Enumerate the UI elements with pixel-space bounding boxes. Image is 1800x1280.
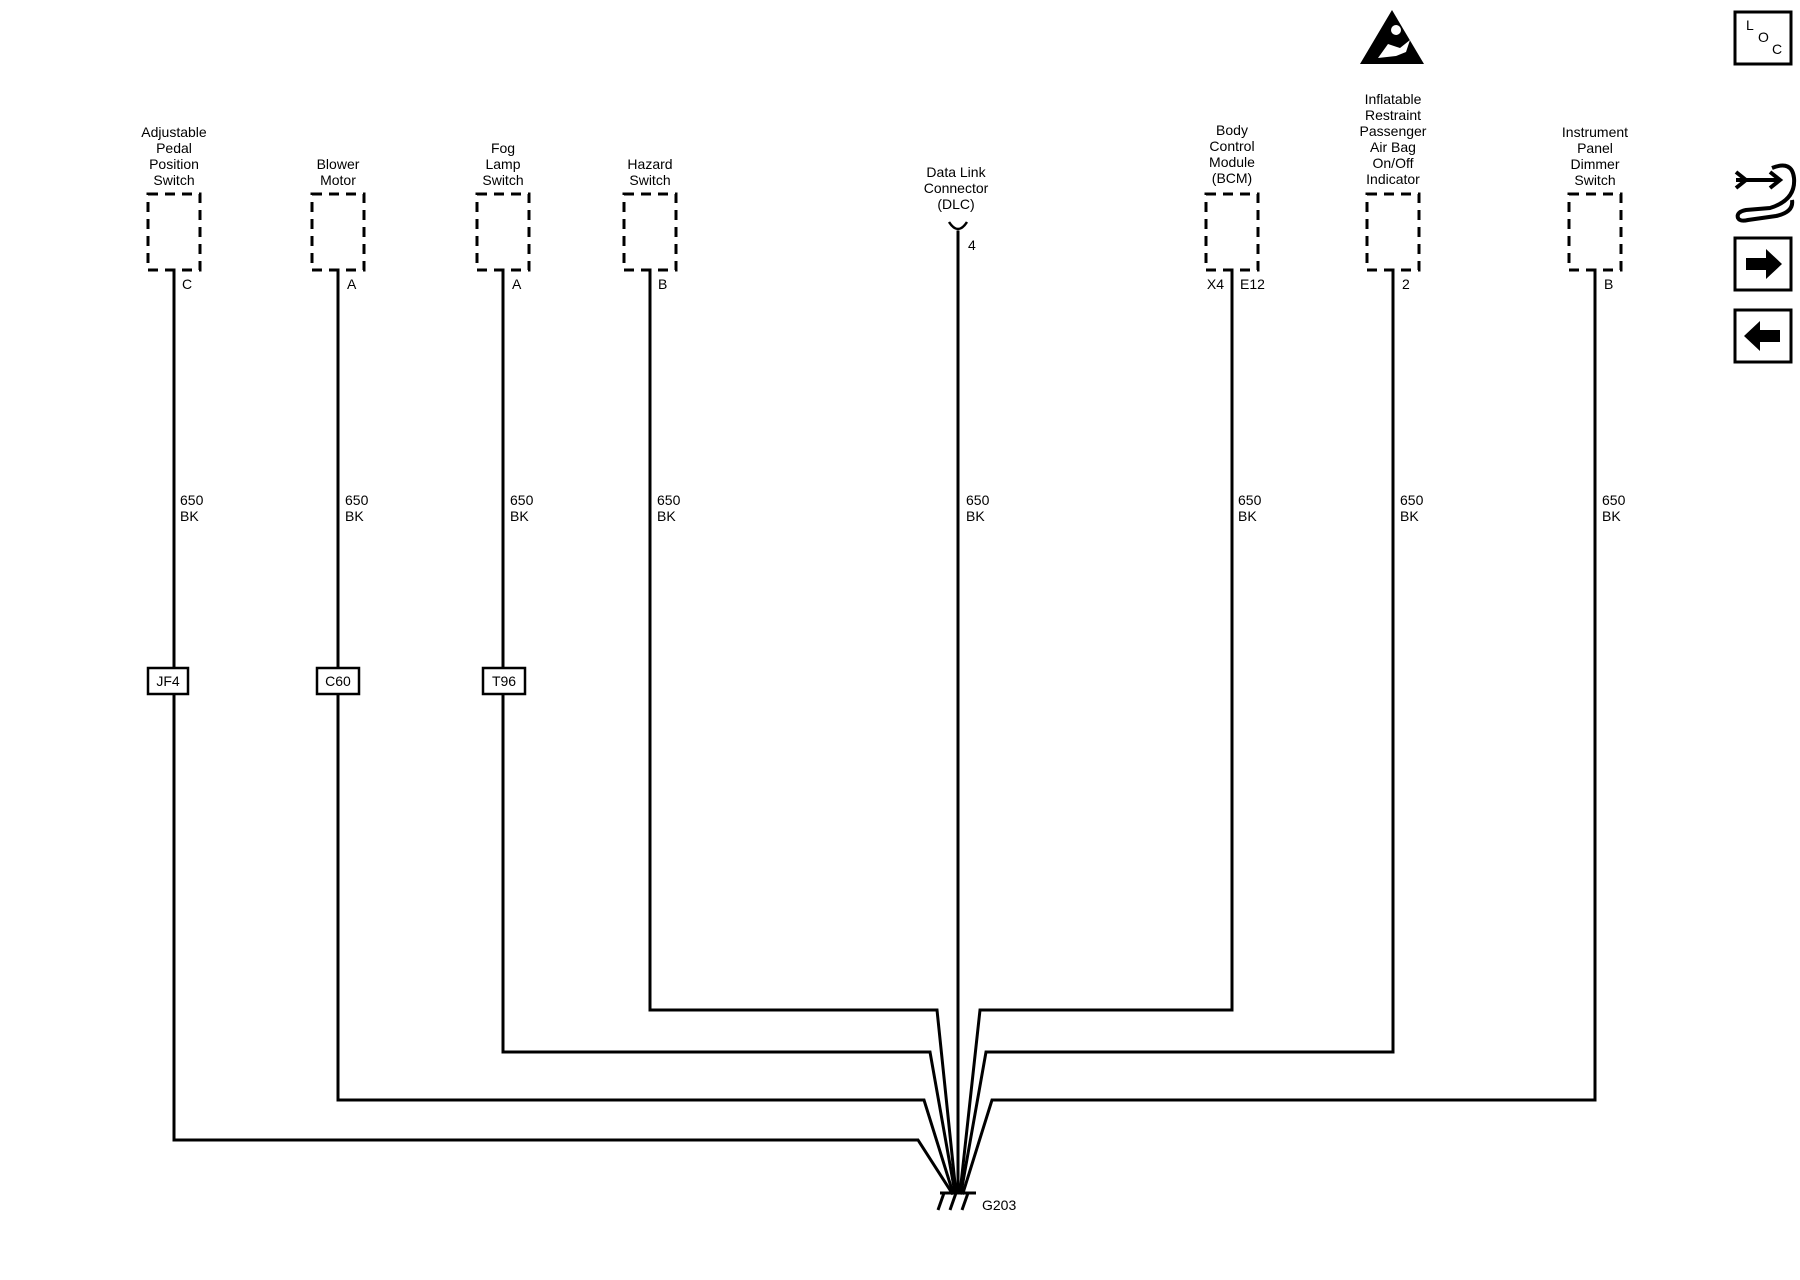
component-label-line: Connector [924, 180, 989, 196]
component-bcm: Body Control Module (BCM) X4 E12 650 BK [1204, 122, 1265, 1012]
component-label-line: Hazard [627, 156, 672, 172]
component-label-line: Body [1216, 122, 1248, 138]
component-label-line: Dimmer [1571, 156, 1620, 172]
component-label-line: Air Bag [1370, 139, 1416, 155]
component-label-line: Motor [320, 172, 356, 188]
loc-letter: L [1746, 17, 1754, 33]
circuit-number: 650 [657, 492, 681, 508]
wire-color: BK [966, 508, 985, 524]
ground-hatch [948, 1192, 958, 1211]
circuit-number: 650 [1238, 492, 1262, 508]
component-label-line: Blower [317, 156, 360, 172]
component-dimmer-switch: Instrument Panel Dimmer Switch B 650 BK [1562, 124, 1628, 1102]
connector-wrench-icon[interactable] [1734, 163, 1797, 223]
wire[interactable] [501, 1050, 957, 1195]
wire-color: BK [1400, 508, 1419, 524]
component-label-line: Lamp [485, 156, 520, 172]
option-box[interactable] [315, 666, 361, 696]
pin-label: E12 [1240, 276, 1265, 292]
component-label-line: Data Link [926, 164, 986, 180]
option-code: C60 [325, 673, 351, 689]
pin-label: B [1604, 276, 1613, 292]
component-label-line: (DLC) [937, 196, 974, 212]
component-hazard-switch: Hazard Switch B 650 BK [622, 156, 681, 1012]
component-label-line: Inflatable [1365, 91, 1422, 107]
wire[interactable] [959, 1050, 1395, 1195]
option-box[interactable] [481, 666, 527, 696]
component-label-line: Fog [491, 140, 515, 156]
component-label-line: Switch [482, 172, 523, 188]
wire-color: BK [1602, 508, 1621, 524]
component-box[interactable] [622, 192, 678, 272]
wire-color: BK [180, 508, 199, 524]
component-label-line: Instrument [1562, 124, 1628, 140]
component-box[interactable] [310, 192, 366, 272]
wire[interactable] [336, 1098, 955, 1195]
option-code: JF4 [156, 673, 180, 689]
component-label-line: Position [149, 156, 199, 172]
wire[interactable] [958, 1008, 1234, 1195]
component-label-line: Restraint [1365, 107, 1421, 123]
component-box[interactable] [1365, 192, 1421, 272]
component-label-line: Switch [629, 172, 670, 188]
airbag-warning-icon [1360, 10, 1424, 64]
loc-letter: C [1772, 41, 1782, 57]
component-label-line: Control [1209, 138, 1254, 154]
component-label-line: Switch [1574, 172, 1615, 188]
circuit-number: 650 [1602, 492, 1626, 508]
component-blower-motor: Blower Motor A 650 BK C60 [310, 156, 369, 1102]
wire-color: BK [1238, 508, 1257, 524]
component-adjustable-pedal: Adjustable Pedal Position Switch C 650 B… [141, 124, 207, 1142]
wire-color: BK [657, 508, 676, 524]
pin-label: B [658, 276, 667, 292]
circuit-number: 650 [345, 492, 369, 508]
option-code: T96 [492, 673, 516, 689]
component-box[interactable] [475, 192, 531, 272]
component-airbag-indicator: Inflatable Restraint Passenger Air Bag O… [1360, 91, 1427, 1054]
circuit-number: 650 [1400, 492, 1424, 508]
component-label-line: Pedal [156, 140, 192, 156]
component-fog-lamp: Fog Lamp Switch A 650 BK T96 [475, 140, 534, 1054]
dlc-terminal[interactable] [947, 221, 969, 231]
ground-label: G203 [982, 1197, 1016, 1213]
ground-hatch [960, 1192, 970, 1211]
wire-color: BK [345, 508, 364, 524]
component-label-line: Module [1209, 154, 1255, 170]
component-label-line: Switch [153, 172, 194, 188]
wire[interactable] [648, 1008, 958, 1195]
loc-icon[interactable]: L O C [1733, 10, 1793, 66]
component-label-line: Indicator [1366, 171, 1420, 187]
circuit-number: 650 [966, 492, 990, 508]
pin-label: A [347, 276, 357, 292]
pin-label: 2 [1402, 276, 1410, 292]
ground-hatch [936, 1192, 946, 1211]
component-label-line: (BCM) [1212, 170, 1252, 186]
next-arrow-icon[interactable] [1733, 236, 1793, 292]
ground-harness [172, 1008, 1597, 1196]
wire[interactable] [172, 1138, 955, 1196]
component-label-line: Panel [1577, 140, 1613, 156]
wire-color: BK [510, 508, 529, 524]
pin-label: 4 [968, 237, 976, 253]
component-label-line: Adjustable [141, 124, 207, 140]
wire[interactable] [961, 1098, 1597, 1195]
pin-label: C [182, 276, 192, 292]
pin-label: X4 [1207, 276, 1224, 292]
circuit-number: 650 [510, 492, 534, 508]
component-label-line: On/Off [1373, 155, 1414, 171]
prev-arrow-icon[interactable] [1733, 308, 1793, 364]
component-label-line: Passenger [1360, 123, 1427, 139]
component-dlc: Data Link Connector (DLC) 4 650 BK [924, 164, 990, 1195]
circuit-number: 650 [180, 492, 204, 508]
ground-g203: G203 [936, 1191, 1016, 1213]
component-box[interactable] [1204, 192, 1260, 272]
option-box[interactable] [146, 666, 190, 696]
component-box[interactable] [146, 192, 202, 272]
component-box[interactable] [1567, 192, 1623, 272]
loc-letter: O [1758, 29, 1769, 45]
pin-label: A [512, 276, 522, 292]
